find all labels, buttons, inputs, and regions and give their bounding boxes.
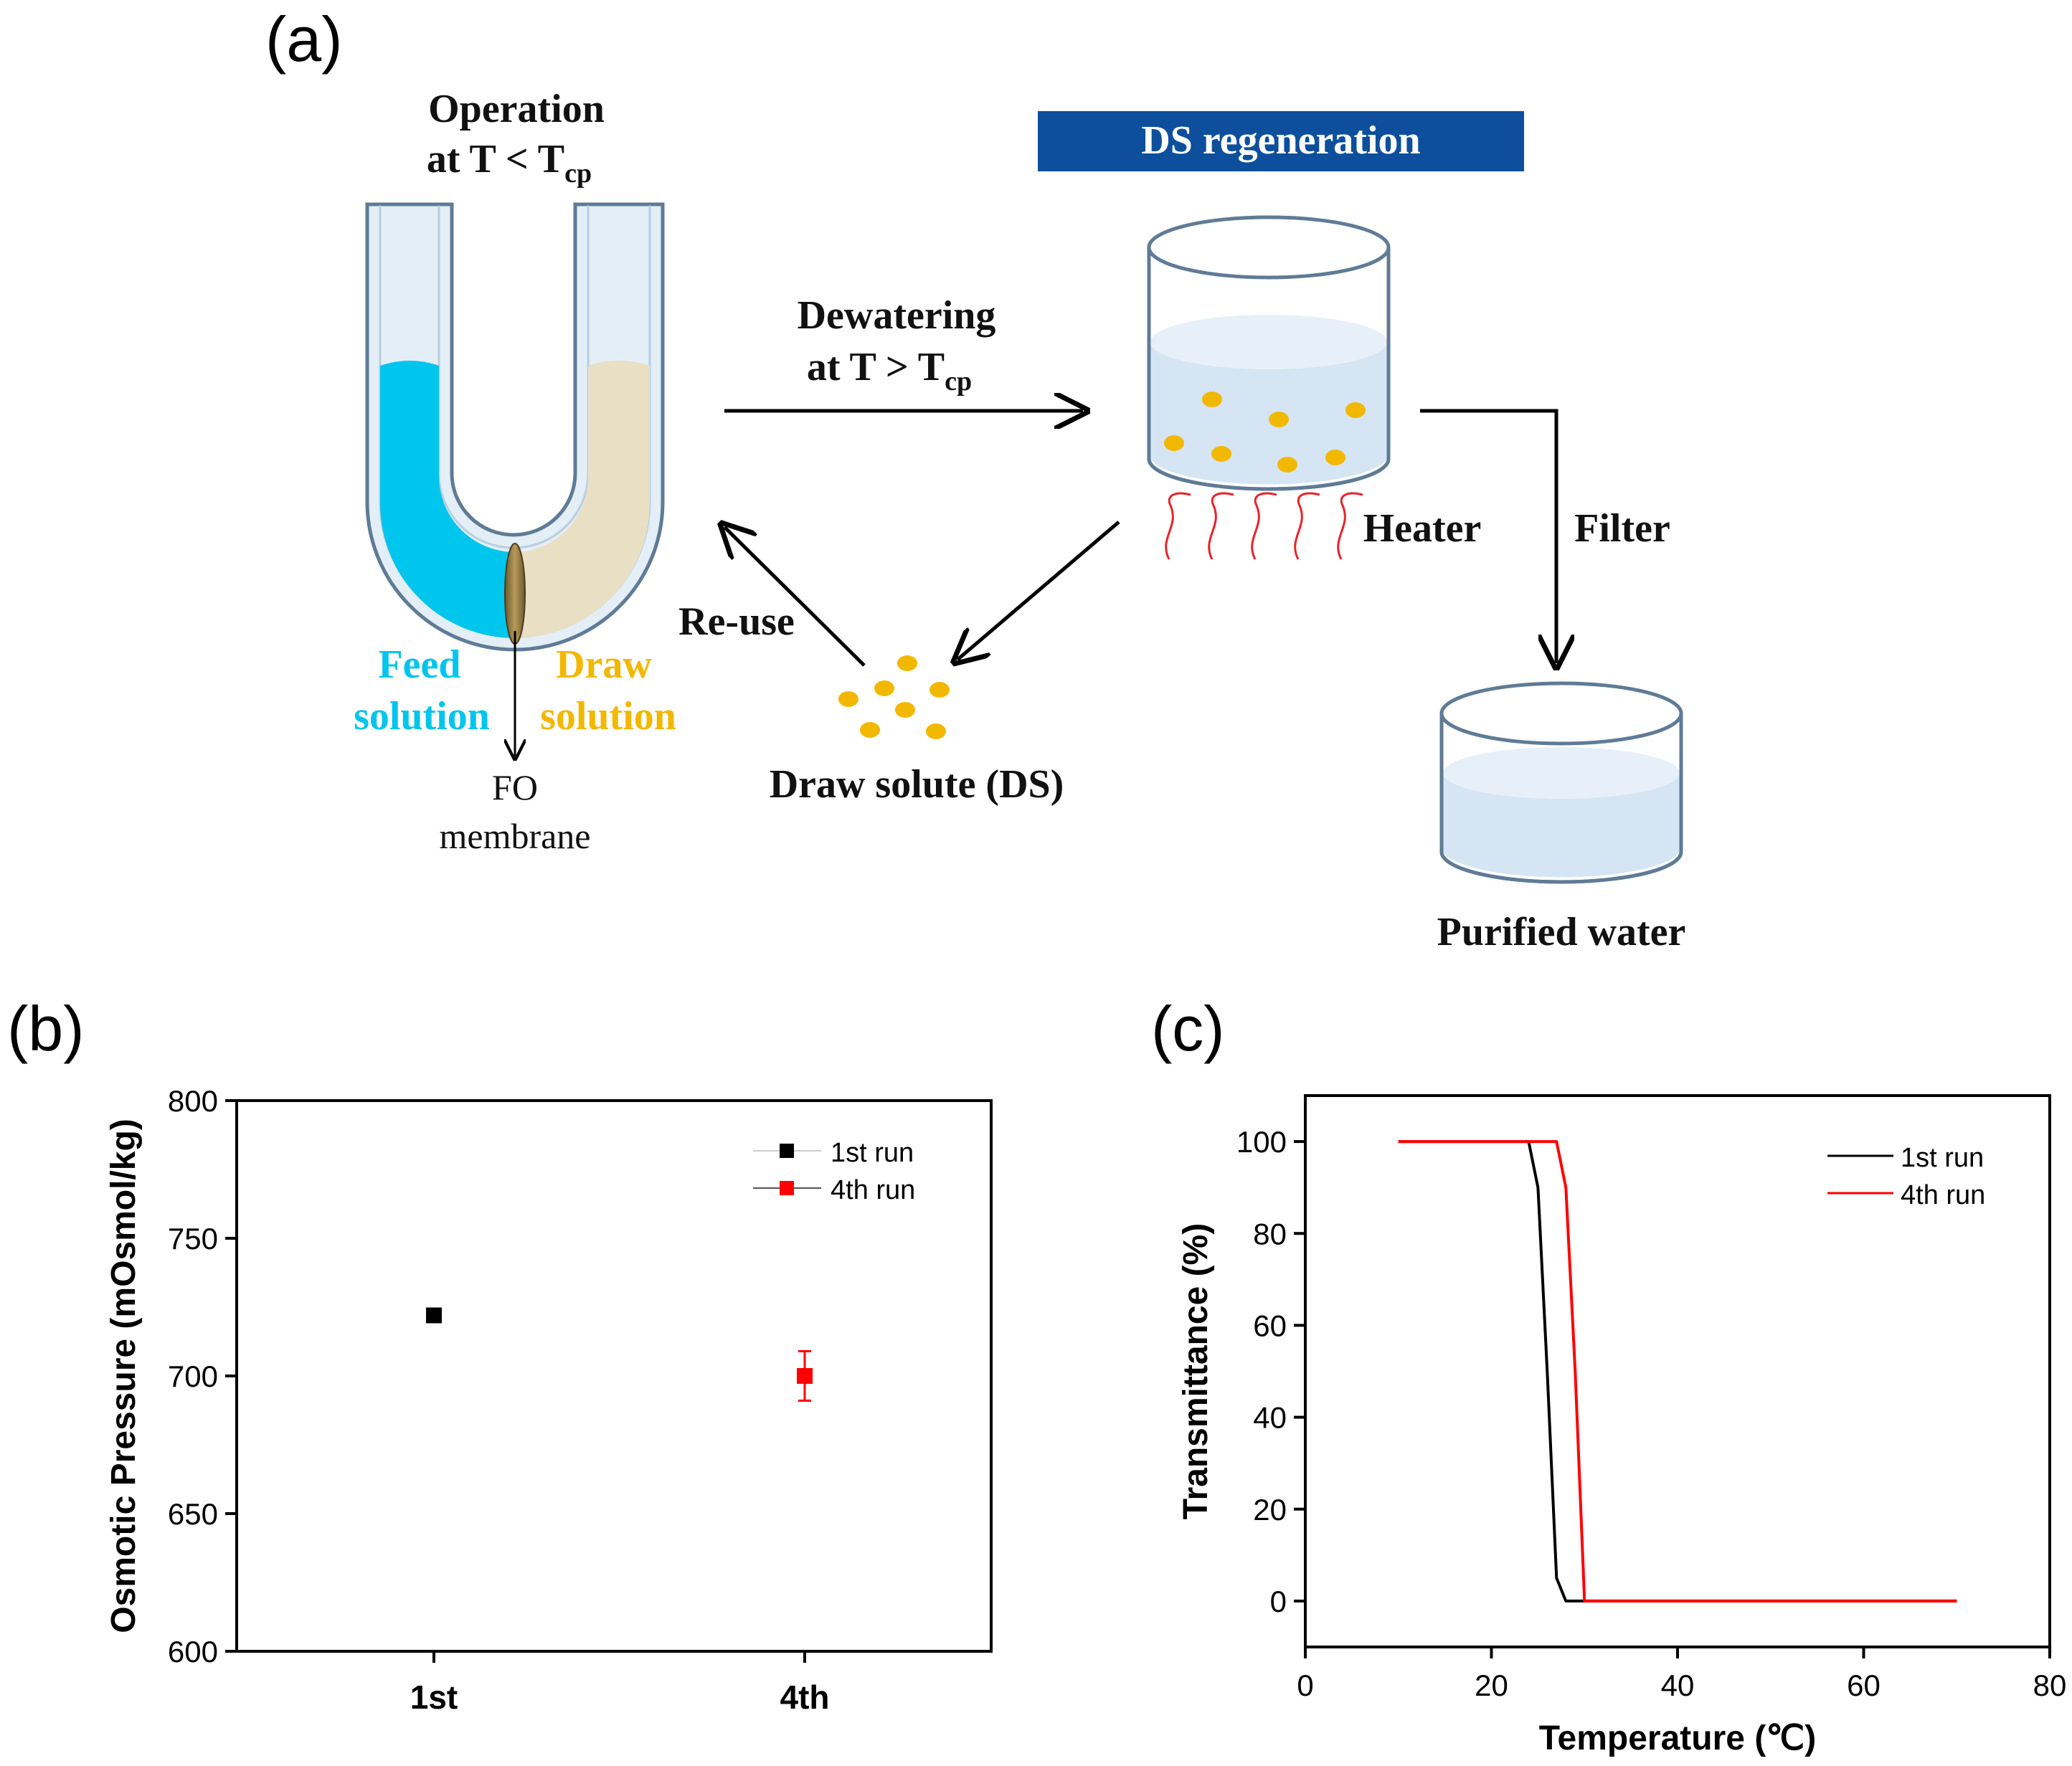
chart-c-frame [1304, 1094, 2051, 1648]
draw-label-line1: Draw [556, 642, 652, 687]
chart-c-xtick-label: 60 [1847, 1668, 1881, 1702]
dewatering-text: at T > T [807, 345, 945, 389]
chart-b-xtick-label: 4th [780, 1679, 830, 1716]
chart-c-ytick-label: 20 [1253, 1493, 1287, 1527]
panel-b-label: (b) [7, 993, 85, 1064]
chart-c-legend-label: 1st run [1901, 1143, 1984, 1173]
dewatering-subscript: cp [945, 366, 972, 397]
operation-title-subscript: cp [564, 158, 592, 189]
feed-label-line2: solution [354, 694, 490, 739]
heater-label: Heater [1363, 506, 1482, 551]
regeneration-beaker [1147, 215, 1391, 491]
chart-c-xtick-label: 0 [1297, 1668, 1313, 1702]
chart-c-legend-label: 4th run [1901, 1180, 1985, 1210]
chart-c-series-line [1398, 1140, 1957, 1603]
reuse-arrow [724, 527, 866, 667]
panel-b: (b) 600 650 700 750 800 1st 4th Osmotic Pressur… [7, 993, 993, 1716]
draw-solute-particles [838, 655, 950, 739]
dewatering-line1: Dewatering [798, 293, 996, 338]
chart-b-ytick-label: 650 [168, 1497, 218, 1531]
dewatering-line2: at T > Tcp [807, 345, 972, 397]
chart-c-series-line [1398, 1140, 1957, 1603]
purified-water-label: Purified water [1437, 910, 1686, 954]
chart-c-y-axis-label: Transmittance (%) [1177, 1223, 1215, 1519]
draw-solute-label: Draw solute (DS) [770, 762, 1064, 807]
chart-b-ytick-label: 600 [168, 1635, 218, 1668]
chart-b-point [426, 1307, 442, 1324]
chart-c-ytick-label: 80 [1253, 1217, 1287, 1250]
fo-membrane [504, 543, 526, 645]
return-arrow [957, 521, 1120, 660]
chart-c-xtick-label: 40 [1661, 1668, 1695, 1702]
filter-label: Filter [1574, 506, 1670, 551]
fo-label-line1: FO [492, 767, 538, 807]
chart-c-ytick-label: 40 [1253, 1401, 1287, 1435]
chart-c-x-axis-label: Temperature (℃) [1539, 1719, 1816, 1757]
chart-b-y-axis-label: Osmotic Pressure (mOsmol/kg) [105, 1119, 143, 1633]
beaker-particles [1164, 391, 1366, 473]
fo-label-line2: membrane [439, 816, 590, 856]
panel-a: (a) Operation at T < Tcp Feed solution D… [265, 4, 1685, 954]
chart-b: 600 650 700 750 800 1st 4th Osmotic Pressure (m… [105, 1084, 993, 1716]
operation-title-text: at T < T [427, 137, 564, 181]
filter-arrow [1420, 409, 1556, 663]
purified-water-beaker [1439, 681, 1683, 884]
chart-c-ytick-label: 100 [1236, 1125, 1287, 1159]
chart-c-ytick-label: 60 [1253, 1309, 1287, 1342]
feed-liquid [380, 361, 515, 638]
chart-b-legend-marker [780, 1144, 794, 1158]
chart-c-xtick-label: 20 [1475, 1668, 1508, 1702]
chart-c-xtick-label: 80 [2033, 1668, 2067, 1702]
ds-regeneration-banner [1038, 111, 1524, 171]
chart-b-legend-marker [780, 1181, 794, 1195]
draw-label-line2: solution [540, 694, 676, 739]
chart-c-ytick-label: 0 [1270, 1585, 1287, 1618]
chart-b-point [797, 1368, 813, 1384]
chart-b-xtick-label: 1st [410, 1679, 458, 1716]
chart-b-legend-label: 4th run [831, 1175, 915, 1205]
u-tube [365, 202, 665, 652]
operation-title-line2: at T < Tcp [427, 137, 592, 189]
chart-b-ytick-label: 700 [168, 1359, 218, 1393]
draw-liquid [515, 361, 650, 638]
chart-b-ytick-label: 800 [168, 1084, 218, 1118]
chart-b-ytick-label: 750 [168, 1222, 218, 1255]
heat-waves [1165, 492, 1363, 560]
panel-a-label: (a) [265, 4, 343, 75]
panel-c-label: (c) [1151, 993, 1225, 1064]
feed-label-line1: Feed [378, 642, 460, 687]
ds-regeneration-text: DS regeneration [1141, 118, 1420, 163]
reuse-label: Re-use [678, 599, 795, 644]
operation-title-line1: Operation [428, 87, 605, 131]
chart-b-legend-label: 1st run [831, 1138, 914, 1168]
